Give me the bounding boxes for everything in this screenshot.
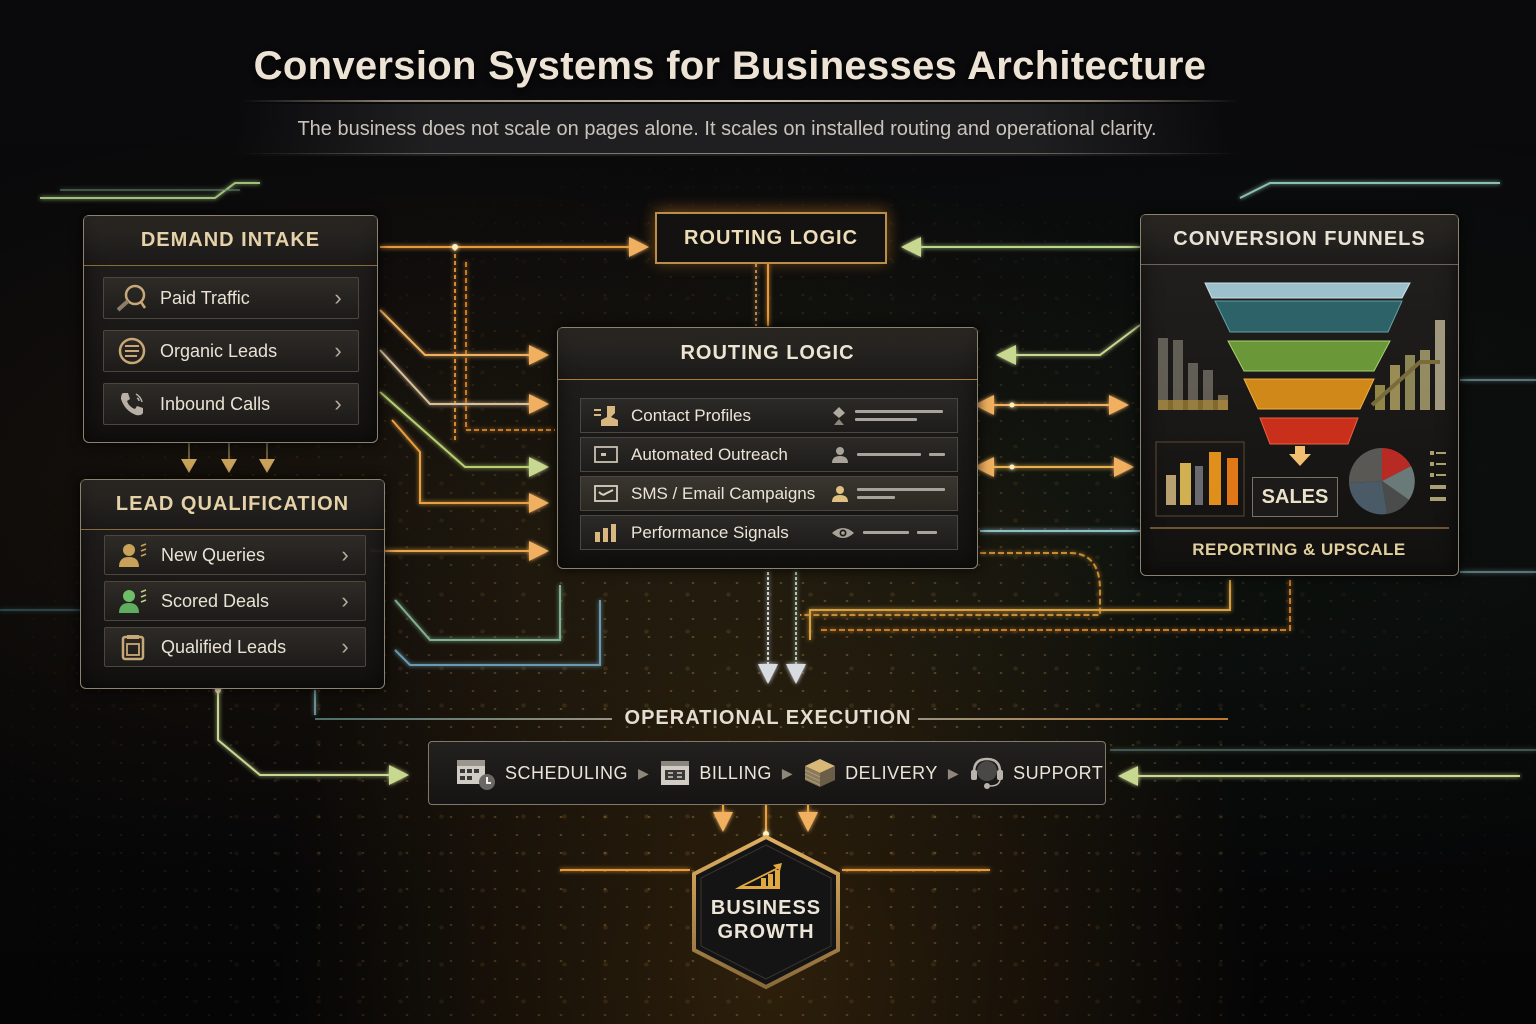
ops-divider-left	[315, 718, 612, 720]
phone-icon	[104, 389, 160, 419]
envelope-icon	[581, 484, 631, 504]
intake-item-organic-leads[interactable]: Organic Leads ›	[103, 330, 359, 372]
chevron-right-icon: ›	[334, 391, 342, 416]
routing-item-performance-signals[interactable]: Performance Signals	[580, 515, 958, 550]
page-subtitle: The business does not scale on pages alo…	[297, 118, 1157, 140]
routing-item-label: Contact Profiles	[631, 405, 751, 425]
user-icon	[105, 541, 161, 569]
business-growth-line2: GROWTH	[717, 921, 815, 943]
qual-item-qualified-leads[interactable]: Qualified Leads ›	[104, 627, 366, 667]
step-separator-icon: ▶	[947, 764, 960, 781]
user-icon	[832, 446, 848, 463]
conversion-funnels-title: CONVERSION FUNNELS	[1141, 215, 1458, 265]
ops-step-label: SUPPORT	[1013, 762, 1104, 783]
ops-divider-right	[918, 718, 1228, 720]
business-growth-label: BUSINESS GROWTH	[688, 896, 844, 944]
qual-item-scored-deals[interactable]: Scored Deals ›	[104, 581, 366, 621]
chat-icon	[104, 336, 160, 366]
reporting-upscale-label: REPORTING & UPSCALE	[1192, 540, 1406, 559]
routing-item-label: SMS / Email Campaigns	[631, 483, 816, 503]
page-title: Conversion Systems for Businesses Archit…	[253, 44, 1207, 88]
business-growth-line1: BUSINESS	[710, 897, 822, 919]
eye-icon	[832, 527, 854, 538]
chevron-right-icon: ›	[334, 285, 342, 310]
routing-item-sms-email-campaigns[interactable]: SMS / Email Campaigns	[580, 476, 958, 511]
calendar-icon	[457, 760, 495, 790]
routing-logic-header-box: ROUTING LOGIC	[655, 212, 887, 264]
ops-step-scheduling[interactable]: SCHEDULING	[455, 755, 628, 791]
search-icon	[104, 283, 160, 313]
qual-item-label: New Queries	[161, 544, 266, 565]
right-bar-chart	[1370, 320, 1445, 410]
title-divider	[240, 100, 1240, 102]
step-separator-icon: ▶	[781, 764, 794, 781]
pie-chart	[1348, 447, 1415, 515]
funnel-graphic	[1150, 282, 1449, 529]
chevron-right-icon: ›	[341, 634, 349, 659]
ops-step-support[interactable]: SUPPORT	[969, 756, 1103, 790]
routing-item-meta	[831, 485, 957, 503]
routing-item-meta	[831, 446, 957, 464]
intake-item-label: Organic Leads	[160, 340, 278, 361]
qual-item-new-queries[interactable]: New Queries ›	[104, 535, 366, 575]
routing-item-contact-profiles[interactable]: Contact Profiles	[580, 398, 958, 433]
ops-step-label: SCHEDULING	[505, 762, 629, 783]
routing-logic-title: ROUTING LOGIC	[558, 328, 977, 380]
routing-item-label: Performance Signals	[631, 522, 789, 542]
ops-step-label: BILLING	[699, 762, 772, 783]
package-icon	[804, 759, 836, 787]
step-separator-icon: ▶	[638, 764, 650, 781]
intake-item-label: Inbound Calls	[160, 393, 271, 414]
subtitle-divider	[240, 153, 1240, 154]
routing-item-automated-outreach[interactable]: Automated Outreach	[580, 437, 958, 472]
subtitle-band	[230, 104, 1230, 156]
qual-item-label: Scored Deals	[161, 590, 270, 611]
contact-card-icon	[581, 404, 631, 428]
ops-step-delivery[interactable]: DELIVERY	[803, 757, 938, 789]
left-bar-chart	[1158, 338, 1228, 410]
lead-qualification-panel: LEAD QUALIFICATION New Queries › Scored …	[80, 479, 385, 689]
user-icon	[105, 587, 161, 615]
sales-label-box: SALES	[1252, 477, 1338, 517]
routing-item-meta	[831, 406, 957, 426]
headset-icon	[971, 757, 1004, 789]
ops-step-label: DELIVERY	[845, 762, 938, 783]
routing-logic-panel: ROUTING LOGIC Contact Profiles Automated…	[557, 327, 978, 569]
chevron-right-icon: ›	[334, 338, 342, 363]
lead-qualification-title: LEAD QUALIFICATION	[81, 480, 384, 530]
qual-item-label: Qualified Leads	[161, 636, 287, 657]
diamond-icon	[833, 406, 845, 425]
chevron-right-icon: ›	[341, 588, 349, 613]
user-icon	[832, 485, 848, 502]
demand-intake-panel: DEMAND INTAKE Paid Traffic › Organic Lea…	[83, 215, 378, 443]
invoice-icon	[661, 761, 690, 785]
demand-intake-title: DEMAND INTAKE	[84, 216, 377, 266]
ops-step-billing[interactable]: BILLING	[659, 759, 772, 787]
intake-item-inbound-calls[interactable]: Inbound Calls ›	[103, 383, 359, 425]
operational-execution-title: OPERATIONAL EXECUTION	[624, 707, 912, 729]
routing-item-meta	[831, 526, 957, 540]
bar-chart-icon	[581, 523, 631, 543]
operational-execution-bar: SCHEDULING ▶ BILLING ▶ DELIVERY ▶ SUPPOR…	[428, 741, 1106, 805]
business-growth-badge	[692, 834, 840, 990]
routing-item-label: Automated Outreach	[631, 444, 788, 464]
intake-item-label: Paid Traffic	[160, 287, 250, 308]
growth-chart-icon	[735, 863, 782, 889]
chevron-right-icon: ›	[341, 542, 349, 567]
window-icon	[581, 445, 631, 465]
clipboard-icon	[105, 633, 161, 661]
intake-item-paid-traffic[interactable]: Paid Traffic ›	[103, 277, 359, 319]
